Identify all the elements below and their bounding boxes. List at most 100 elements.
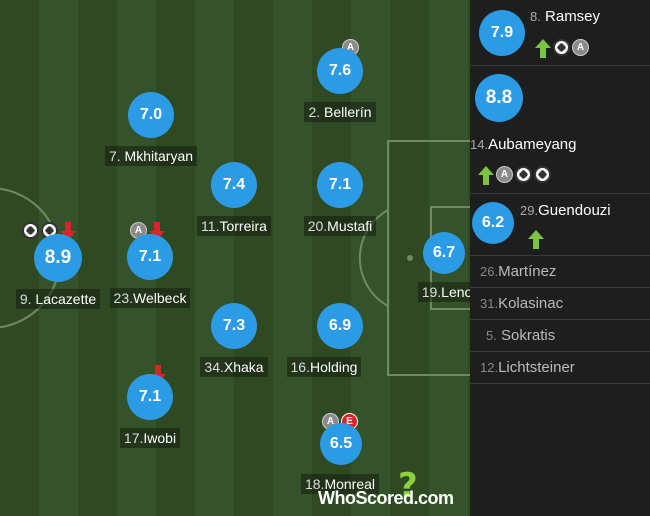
shirt-number: 14. <box>470 137 489 152</box>
player-name: Bellerín <box>324 104 372 120</box>
player-mkhitaryan[interactable]: 7.0 7. Mkhitaryan <box>91 92 211 192</box>
sub-player-ramsey[interactable]: 7.9 8. Ramsey A <box>470 0 650 66</box>
player-label: 17.Iwobi <box>90 428 210 448</box>
bench-panel: 7.9 8. Ramsey A 8.8 14.Aubameyang A 6.2 … <box>470 0 650 516</box>
shirt-number: 31. <box>480 296 499 311</box>
player-label: 16.Holding <box>264 357 384 377</box>
shirt-number: 20. <box>307 218 328 234</box>
unused-sub-lichtsteiner[interactable]: 12.Lichtsteiner <box>470 352 650 384</box>
player-label: 7. Mkhitaryan <box>91 146 211 166</box>
logo-text: WhoScored <box>318 488 414 508</box>
player-label: 19.Leno <box>387 282 470 302</box>
guendouzi-icons <box>528 230 544 249</box>
sub-on-arrow-icon <box>478 166 494 185</box>
player-name: Ramsey <box>545 8 601 25</box>
shirt-number: 29. <box>520 203 539 218</box>
player-welbeck[interactable]: A 7.1 23.Welbeck <box>90 222 210 334</box>
shirt-number: 18. <box>304 476 325 492</box>
rating-badge: 7.0 <box>128 92 174 138</box>
player-iwobi[interactable]: 7.1 17.Iwobi <box>90 365 210 474</box>
player-torreira[interactable]: 7.4 11.Torreira <box>174 162 294 262</box>
assist-icon: A <box>572 39 589 56</box>
rating-badge: 7.4 <box>211 162 257 208</box>
rating-badge: 7.6 <box>317 48 363 94</box>
player-label: 31.Kolasinac <box>480 295 563 312</box>
assist-icon: A <box>496 166 513 183</box>
rating-badge: 8.8 <box>475 74 523 122</box>
shirt-number: 23. <box>113 290 134 306</box>
unused-sub-kolasinac[interactable]: 31.Kolasinac <box>470 288 650 320</box>
rating-badge: 7.1 <box>127 374 173 420</box>
rating-badge: 6.5 <box>320 423 362 465</box>
unused-sub-sokratis[interactable]: 5. Sokratis <box>470 320 650 352</box>
shirt-number: 5. <box>486 328 497 343</box>
shirt-number: 26. <box>480 264 499 279</box>
player-monreal[interactable]: A E 6.5 18.Monreal <box>280 413 400 516</box>
player-name: Guendouzi <box>538 202 611 219</box>
player-bellerin[interactable]: A 7.6 2. Bellerín <box>280 39 400 148</box>
player-name: Welbeck <box>133 290 187 306</box>
shirt-number: 16. <box>290 359 310 375</box>
player-name: Torreira <box>219 218 267 234</box>
player-label: 9. Lacazette <box>0 289 118 309</box>
player-label: 23.Welbeck <box>90 288 210 308</box>
unused-sub-martinez[interactable]: 26.Martínez <box>470 256 650 288</box>
player-leno[interactable]: 6.7 19.Leno <box>387 232 470 332</box>
player-name: Kolasinac <box>498 295 564 312</box>
shirt-number: 19. <box>421 284 442 300</box>
logo-suffix: .com <box>413 488 455 508</box>
aubameyang-icons: A <box>478 166 551 185</box>
shirt-number: 11. <box>201 218 220 234</box>
shirt-number: 9. <box>19 291 32 307</box>
player-label: 29.Guendouzi <box>520 202 611 219</box>
goal-icon <box>553 39 570 56</box>
sub-player-aubameyang[interactable]: 8.8 14.Aubameyang A <box>470 66 650 194</box>
sub-player-guendouzi[interactable]: 6.2 29.Guendouzi <box>470 194 650 256</box>
rating-badge: 6.7 <box>423 232 465 274</box>
player-label: 20.Mustafi <box>280 216 400 236</box>
player-xhaka[interactable]: 7.3 34.Xhaka <box>174 303 294 403</box>
player-label: 34.Xhaka <box>174 357 294 377</box>
player-name: Holding <box>309 359 358 375</box>
logo-mark: ? <box>398 466 418 506</box>
shirt-number: 7. <box>108 148 121 164</box>
player-name: Monreal <box>324 476 376 492</box>
player-holding[interactable]: 6.9 16.Holding <box>264 303 384 403</box>
player-label: 2. Bellerín <box>280 102 400 122</box>
player-name: Sokratis <box>501 327 556 344</box>
sub-on-arrow-icon <box>535 39 551 58</box>
shirt-number: 34. <box>204 359 224 375</box>
player-name: Aubameyang <box>488 136 577 153</box>
player-label: 8. Ramsey <box>530 8 600 25</box>
player-name: Leno <box>441 284 470 300</box>
goal-icon <box>22 222 39 239</box>
player-name: Iwobi <box>143 430 177 446</box>
player-label: 14.Aubameyang <box>470 136 576 153</box>
shirt-number: 12. <box>480 360 499 375</box>
player-name: Mkhitaryan <box>124 148 194 164</box>
shirt-number: 2. <box>308 104 321 120</box>
sub-on-arrow-icon <box>528 230 544 249</box>
goal-icon <box>534 166 551 183</box>
player-mustafi[interactable]: 7.1 20.Mustafi <box>280 162 400 262</box>
pitch: A 7.6 2. Bellerín 7.0 7. Mkhitaryan 7.4 … <box>0 0 470 516</box>
ramsey-icons: A <box>535 39 589 58</box>
whoscored-logo: ? WhoScored.com <box>318 466 463 510</box>
player-name: Mustafi <box>327 218 373 234</box>
rating-badge: 7.1 <box>127 234 173 280</box>
rating-badge: 8.9 <box>34 234 82 282</box>
player-label: 18.Monreal <box>280 474 400 494</box>
rating-badge: 7.9 <box>479 10 525 56</box>
player-label: 26.Martínez <box>480 263 556 280</box>
shirt-number: 17. <box>123 430 144 446</box>
rating-badge: 6.9 <box>317 303 363 349</box>
player-name: Lichtsteiner <box>498 359 575 376</box>
player-label: 11.Torreira <box>174 216 294 236</box>
shirt-number: 8. <box>530 9 541 24</box>
goal-icon <box>515 166 532 183</box>
rating-badge: 6.2 <box>472 202 514 244</box>
player-label: 5. Sokratis <box>486 327 555 344</box>
rating-badge: 7.3 <box>211 303 257 349</box>
player-name: Lacazette <box>35 291 97 307</box>
player-lacazette[interactable]: 8.9 9. Lacazette <box>0 222 118 334</box>
